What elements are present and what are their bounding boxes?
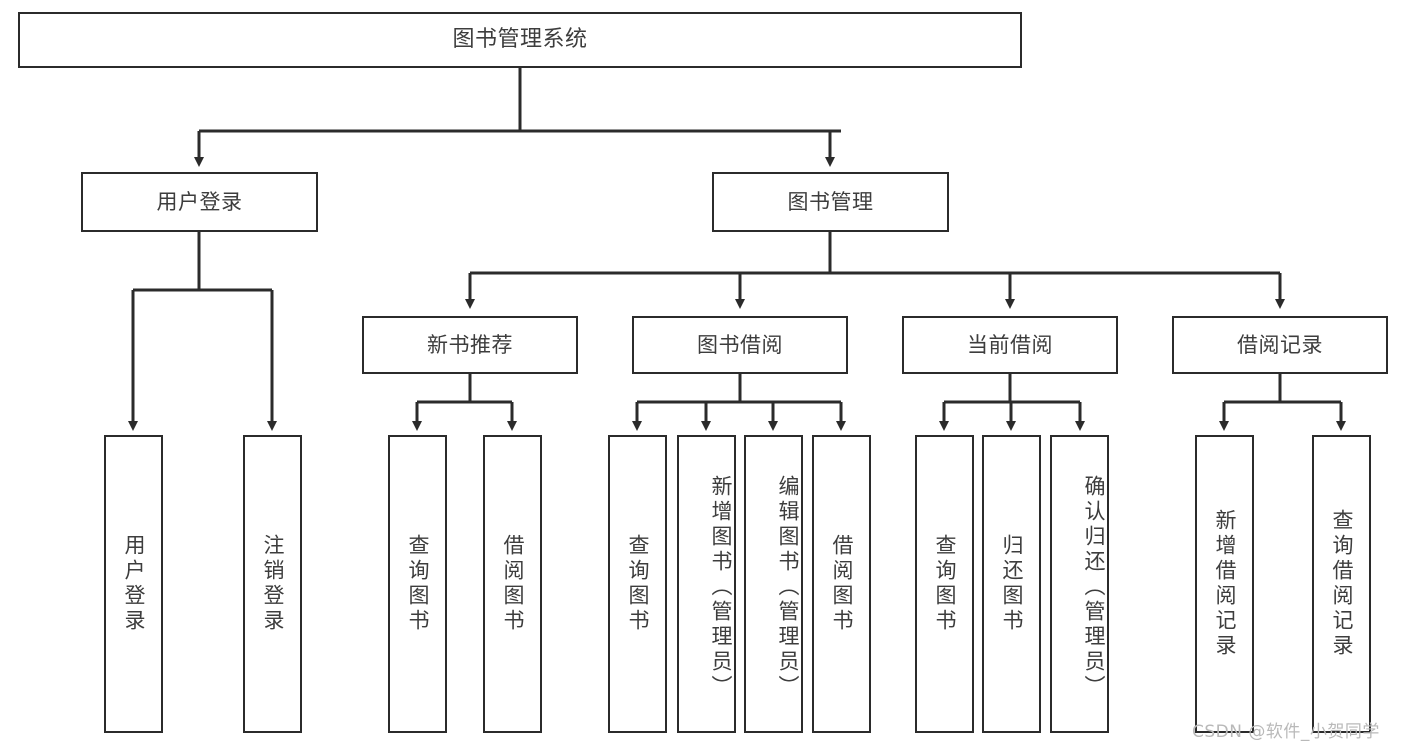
node-leaf-add-book[interactable]: 新增图书（管理员） (677, 435, 736, 733)
node-label: 查询图书 (932, 534, 957, 634)
node-leaf-confirm-return[interactable]: 确认归还（管理员） (1050, 435, 1109, 733)
node-book-borrow[interactable]: 图书借阅 (632, 316, 848, 374)
node-label: 新增借阅记录 (1212, 509, 1237, 659)
node-user-login[interactable]: 用户登录 (81, 172, 318, 232)
node-leaf-borrow-book-1[interactable]: 借阅图书 (483, 435, 542, 733)
node-leaf-edit-book[interactable]: 编辑图书（管理员） (744, 435, 803, 733)
node-leaf-borrow-book-2[interactable]: 借阅图书 (812, 435, 871, 733)
node-current-borrow[interactable]: 当前借阅 (902, 316, 1118, 374)
node-book-management[interactable]: 图书管理 (712, 172, 949, 232)
node-label: 编辑图书（管理员） (776, 474, 800, 700)
node-leaf-return-book[interactable]: 归还图书 (982, 435, 1041, 733)
node-leaf-query-book-3[interactable]: 查询图书 (915, 435, 974, 733)
node-leaf-user-login[interactable]: 用户登录 (104, 435, 163, 733)
node-borrow-record[interactable]: 借阅记录 (1172, 316, 1388, 374)
node-leaf-add-record[interactable]: 新增借阅记录 (1195, 435, 1254, 733)
node-label: 用户登录 (156, 189, 243, 214)
node-label: 查询图书 (625, 534, 650, 634)
node-label: 确认归还（管理员） (1082, 474, 1106, 700)
node-label: 查询借阅记录 (1329, 509, 1354, 659)
node-label: 查询图书 (405, 534, 430, 634)
node-leaf-query-book-2[interactable]: 查询图书 (608, 435, 667, 733)
node-label: 用户登录 (121, 534, 146, 634)
node-label: 借阅图书 (829, 534, 854, 634)
node-label: 归还图书 (999, 534, 1024, 634)
node-label: 新书推荐 (427, 332, 513, 357)
node-leaf-query-record[interactable]: 查询借阅记录 (1312, 435, 1371, 733)
node-label: 借阅图书 (500, 534, 525, 634)
node-label: 借阅记录 (1237, 332, 1323, 357)
node-label: 当前借阅 (967, 332, 1053, 357)
node-leaf-query-book-1[interactable]: 查询图书 (388, 435, 447, 733)
node-root-system[interactable]: 图书管理系统 (18, 12, 1022, 68)
node-new-book-recommend[interactable]: 新书推荐 (362, 316, 578, 374)
node-label: 图书管理系统 (452, 26, 588, 52)
node-leaf-logout-login[interactable]: 注销登录 (243, 435, 302, 733)
node-label: 注销登录 (260, 534, 285, 634)
node-label: 新增图书（管理员） (709, 474, 733, 700)
watermark-text: CSDN @软件_小贺同学 (1192, 722, 1380, 742)
node-label: 图书借阅 (697, 332, 783, 357)
node-label: 图书管理 (787, 189, 874, 214)
